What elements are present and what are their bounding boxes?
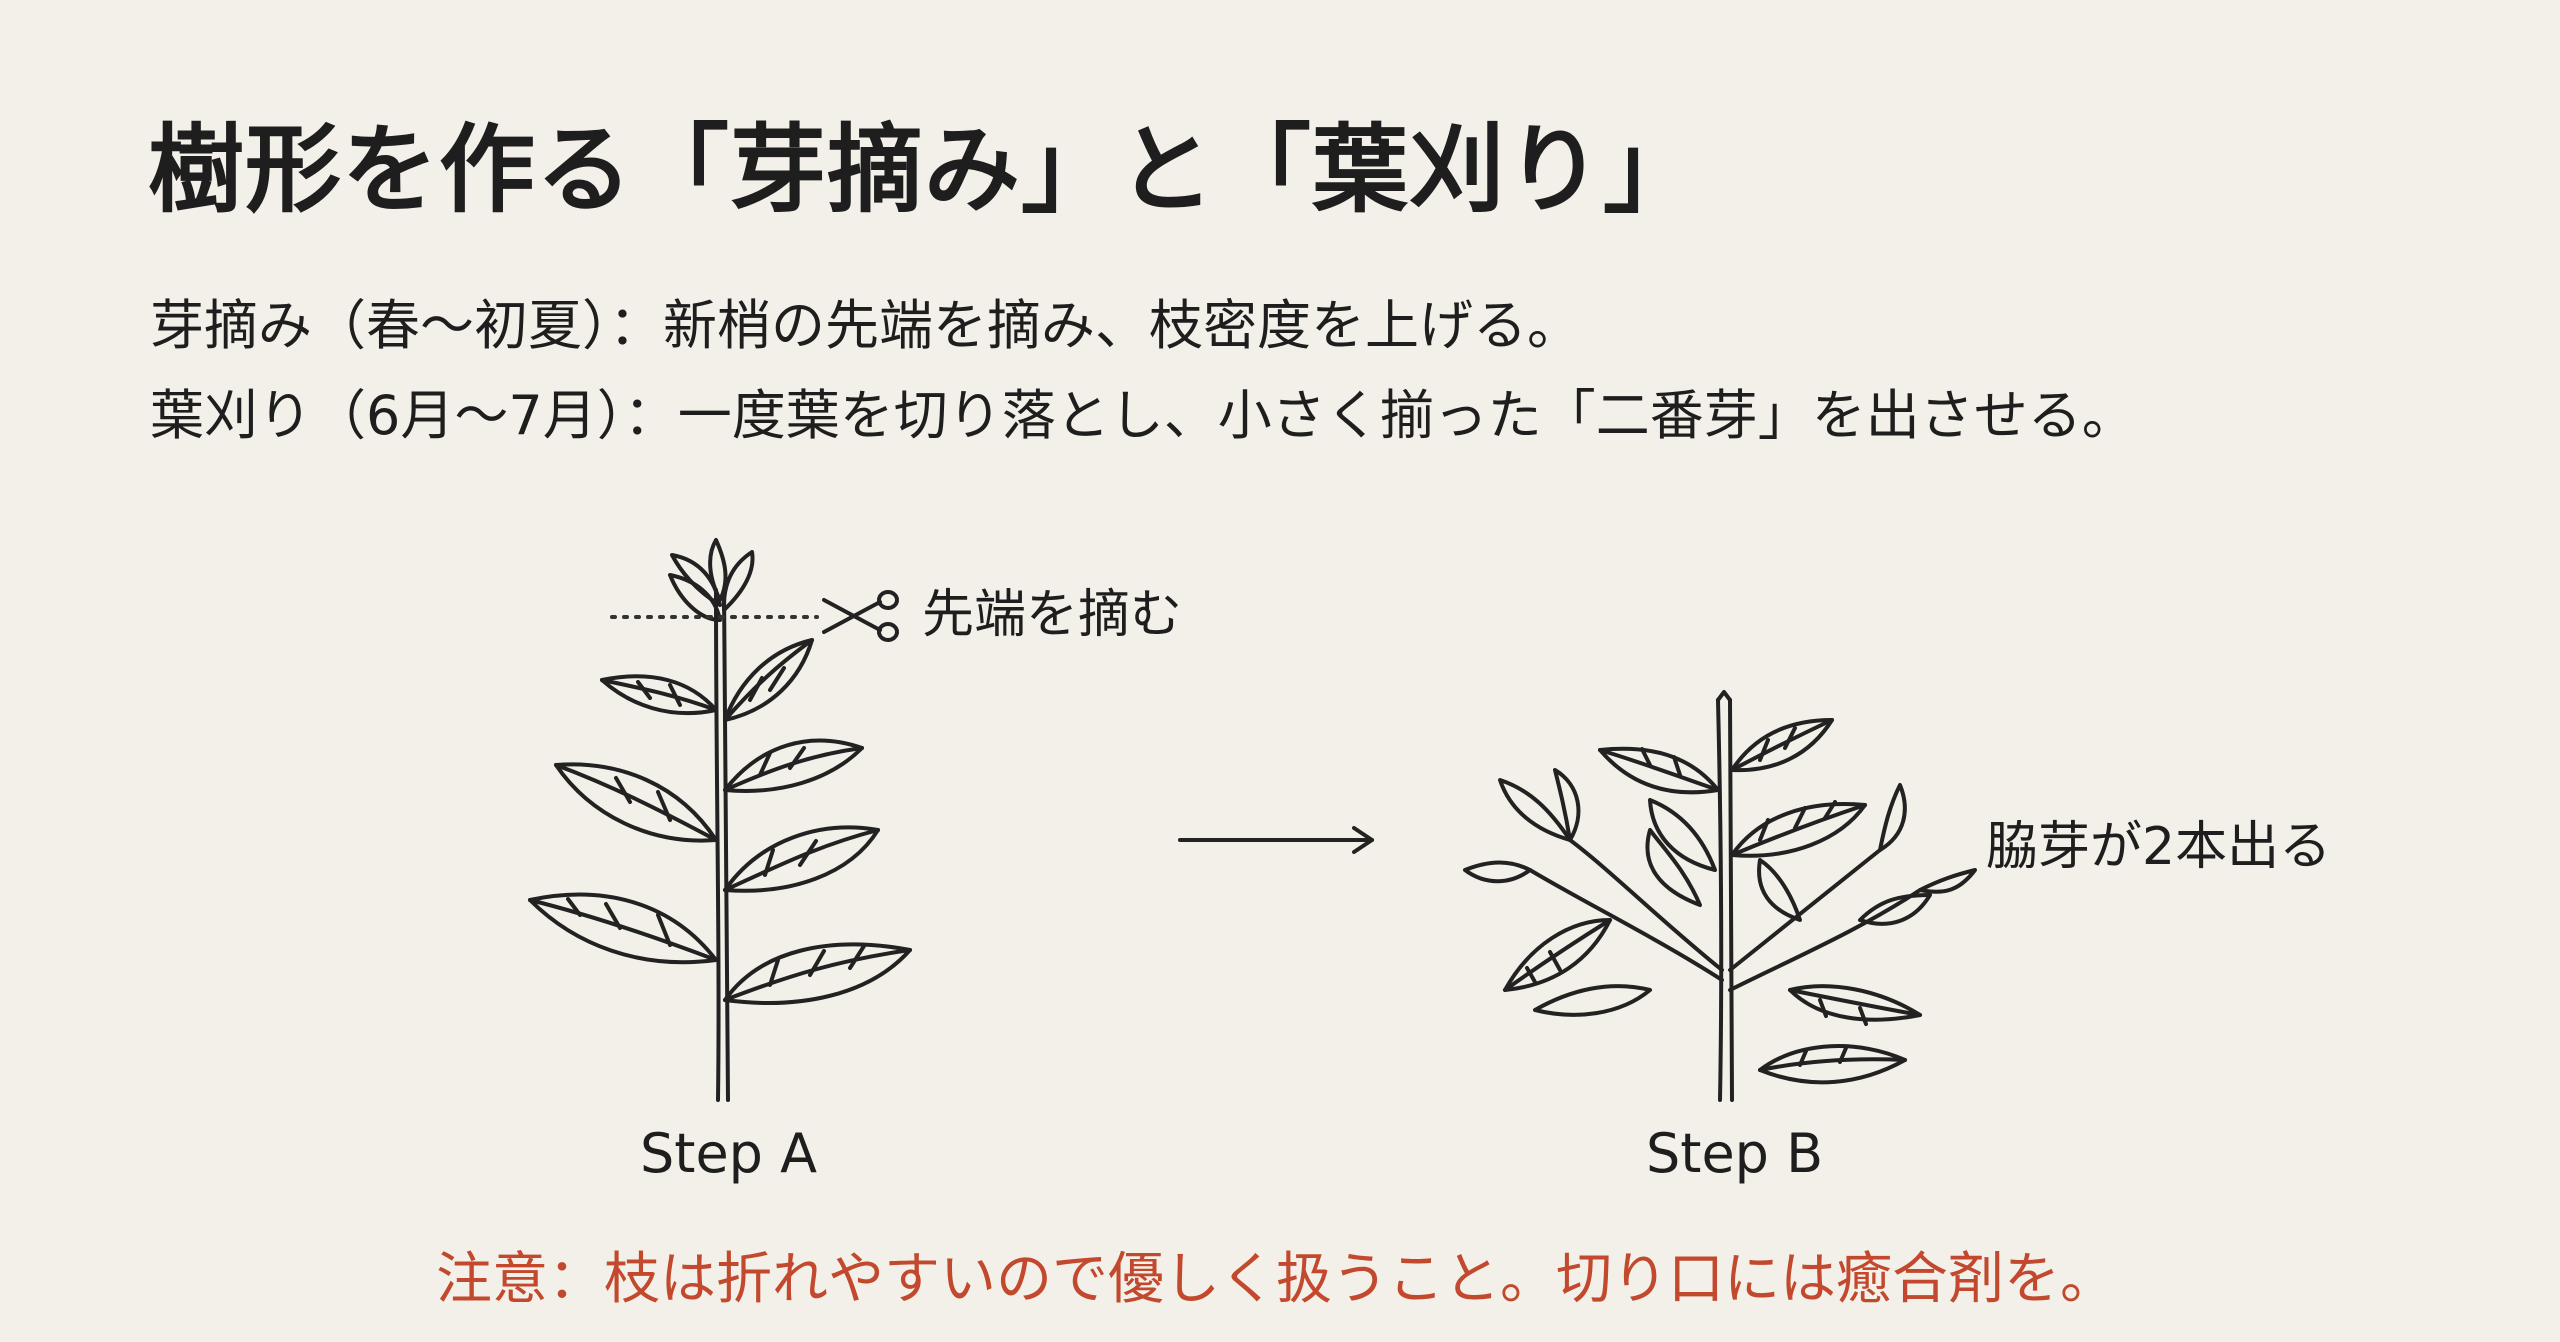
page-title: 樹形を作る「芽摘み」と「葉刈り」 <box>148 113 1700 226</box>
step-b-label: Step B <box>1646 1122 1824 1185</box>
leafcutting-description: 葉刈り（6月〜7月）：一度葉を切り落とし、小さく揃った「二番芽」を出させる。 <box>150 384 2136 447</box>
step-a-plant-illustration <box>528 538 912 1102</box>
side-buds-label: 脇芽が2本出る <box>1986 817 2332 877</box>
caution-note: 注意：枝は折れやすいので優しく扱うこと。切り口には癒合剤を。 <box>436 1247 2116 1312</box>
step-b-plant-illustration <box>1463 690 1977 1102</box>
cut-line <box>610 615 819 619</box>
arrow-right-icon <box>1178 826 1374 854</box>
cut-tip-label: 先端を摘む <box>922 585 1183 645</box>
budpinching-description: 芽摘み（春〜初夏）：新梢の先端を摘み、枝密度を上げる。 <box>150 294 1581 357</box>
scissors-icon <box>822 590 899 642</box>
step-a-label: Step A <box>640 1122 818 1185</box>
